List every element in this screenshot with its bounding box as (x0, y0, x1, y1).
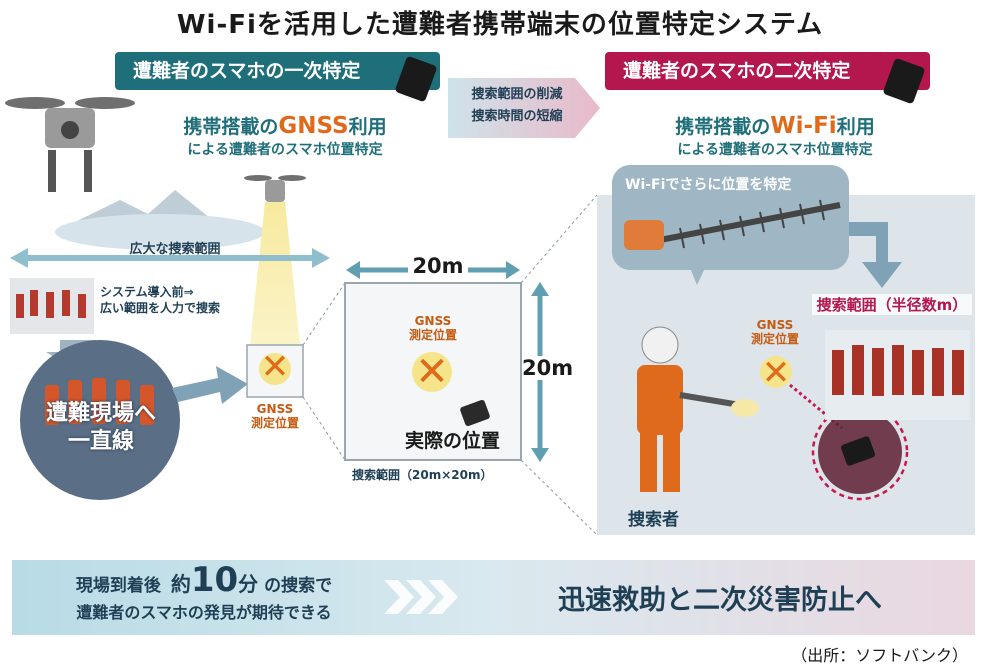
stage2-line1-post: 利用 (836, 116, 875, 138)
footer-band (12, 560, 975, 635)
gnss-label-small-line2: 測定位置 (250, 416, 299, 430)
transition-text: 捜索範囲の削減 捜索時間の短縮 (452, 84, 582, 128)
gnss-label-right: GNSS 測定位置 (740, 318, 810, 346)
stage2-subtitle: 携帯搭載のWi-Fi利用 による遭難者のスマホ位置特定 (620, 112, 930, 159)
chevrons-icon (384, 580, 458, 614)
wide-range-arrow (10, 248, 330, 268)
approach-arrow (172, 366, 248, 404)
before-line2: 広い範囲を人力で捜索 (100, 301, 221, 315)
stage2-banner: 遭難者のスマホの二次特定 (605, 52, 930, 90)
footer-left: 現場到着後 約10分 の捜索で 遭難者のスマホの発見が期待できる (24, 563, 384, 624)
footer-approx: 約 (170, 572, 191, 596)
straight-text: 遭難現場へ 一直線 (26, 400, 176, 456)
page-title: Wi-Fiを活用した遭難者携帯端末の位置特定システム (176, 10, 824, 40)
straight-line2: 一直線 (67, 429, 134, 454)
stage2-banner-label: 遭難者のスマホの二次特定 (623, 60, 851, 82)
footer-post: の捜索で (264, 576, 333, 596)
range-label: 捜索範囲（半径数m） (812, 294, 972, 315)
before-line1: システム導入前⇒ (100, 285, 194, 299)
gnss-label-small: GNSS 測定位置 (244, 402, 306, 430)
searcher-label: 捜索者 (628, 510, 679, 530)
actual-position-label: 実際の位置 (405, 430, 501, 452)
x-mark-icon: ✕ (761, 353, 791, 393)
range-arrow (849, 222, 902, 288)
footer-num: 10 (190, 560, 239, 600)
gnss-label-small-line1: GNSS (256, 402, 294, 416)
stage2-line1-pre: 携帯搭載の (675, 116, 771, 138)
stage1-subtitle: 携帯搭載のGNSS利用 による遭難者のスマホ位置特定 (130, 112, 440, 159)
gnss-label-right-line2: 測定位置 (750, 332, 799, 346)
middle-search-box (344, 282, 522, 461)
width-label: 20m (408, 254, 468, 278)
stage1-banner: 遭難者のスマホの一次特定 (115, 52, 440, 90)
footer-pre: 現場到着後 (75, 576, 161, 596)
stage1-line1-pre: 携帯搭載の (183, 116, 279, 138)
wifi-caption: Wi-Fiでさらに位置を特定 (625, 177, 792, 193)
stage1-line1-post: 利用 (348, 116, 387, 138)
height-label: 20m (522, 356, 574, 380)
gnss-label-middle-line1: GNSS (414, 314, 452, 328)
victim-phone-icon (840, 436, 876, 466)
footer-result: 迅速救助と二次災害防止へ (558, 585, 882, 616)
stage2-line2: による遭難者のスマホ位置特定 (677, 142, 873, 158)
x-mark-icon: ✕ (415, 349, 449, 395)
stage1-line2: による遭難者のスマホ位置特定 (187, 142, 383, 158)
before-text: システム導入前⇒ 広い範囲を人力で捜索 (100, 284, 260, 316)
straight-line1: 遭難現場へ (45, 401, 156, 426)
gnss-label-middle: GNSS 測定位置 (398, 314, 468, 342)
range-caption: 捜索範囲（20m×20m） (352, 468, 493, 482)
stage1-line1-em: GNSS (278, 113, 349, 139)
transition-arrow (448, 78, 600, 138)
drone-small-icon (244, 175, 306, 202)
wifi-antenna-icon (659, 202, 841, 243)
footer-unit: 分 (238, 572, 259, 596)
gnss-label-right-line1: GNSS (756, 318, 794, 332)
wide-range-label: 広大な捜索範囲 (129, 242, 221, 257)
footer-line2: 遭難者のスマホの発見が期待できる (76, 603, 332, 622)
gnss-marker-small (259, 353, 291, 385)
searcher-figure (637, 326, 759, 492)
stage1-banner-label: 遭難者のスマホの一次特定 (133, 60, 361, 82)
source-credit: （出所：ソフトバンク） (791, 646, 968, 665)
x-mark-icon: ✕ (260, 347, 290, 387)
drone-large-icon (5, 97, 135, 192)
transition-line2: 捜索時間の短縮 (471, 109, 563, 124)
gnss-label-middle-line2: 測定位置 (408, 328, 457, 342)
stage2-line1-em: Wi-Fi (770, 113, 837, 139)
transition-line1: 捜索範囲の削減 (471, 87, 563, 102)
gnss-marker-middle (412, 352, 452, 392)
